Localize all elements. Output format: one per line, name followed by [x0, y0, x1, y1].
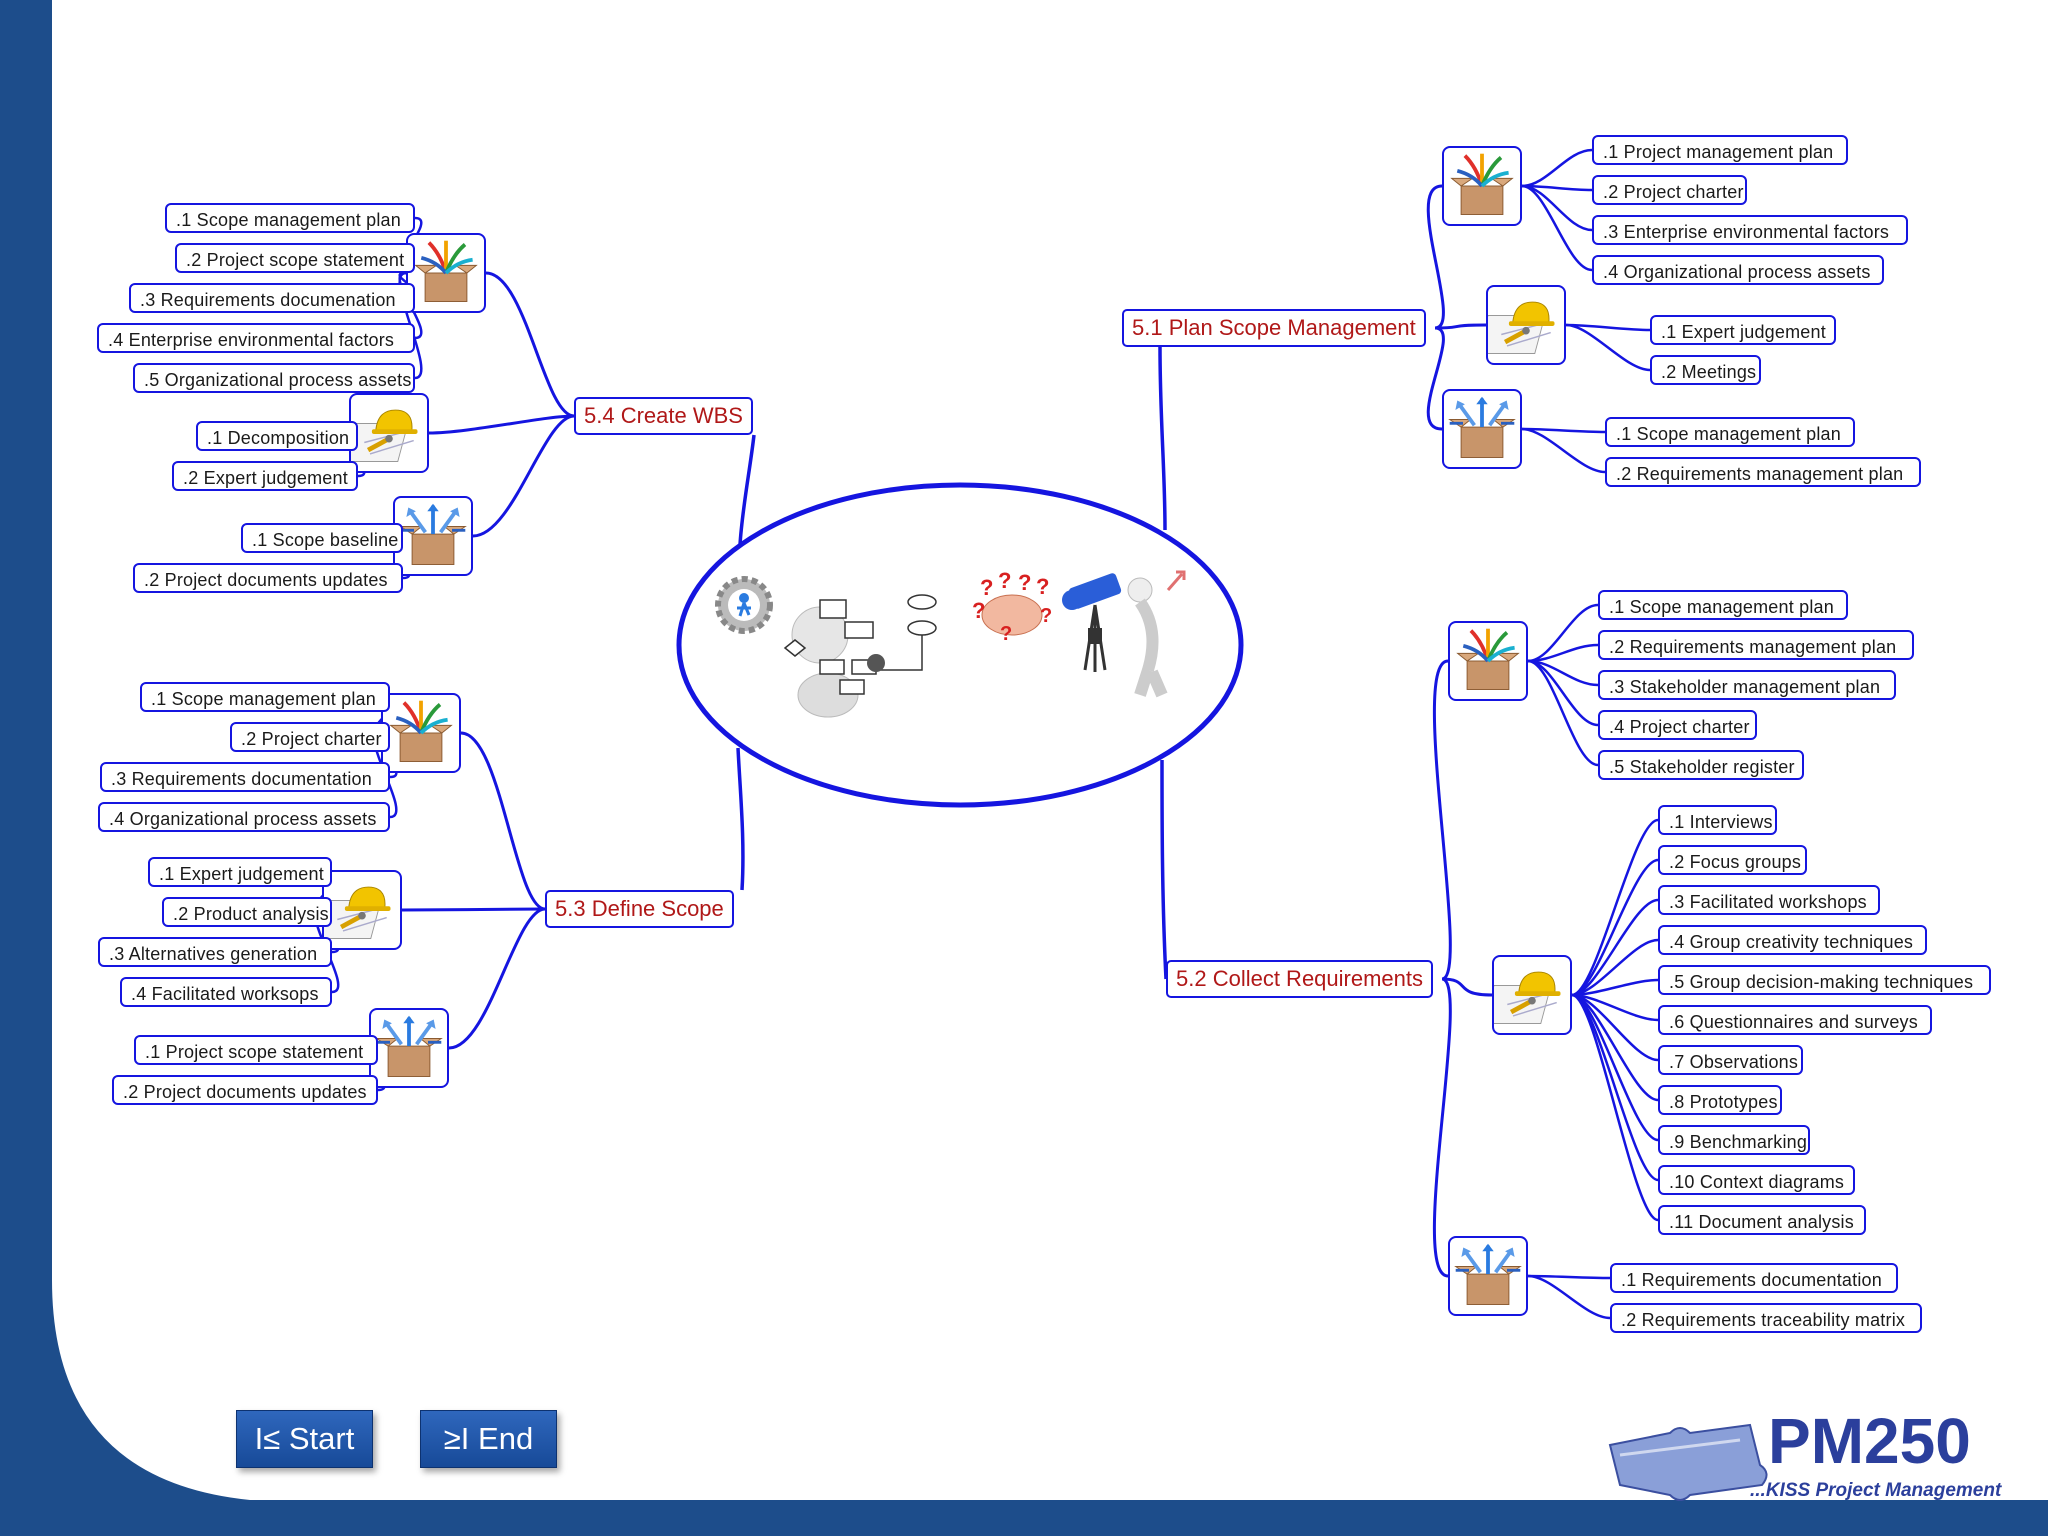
- collect-req-tools-item[interactable]: .9 Benchmarking: [1658, 1125, 1810, 1155]
- create-wbs-inputs-item[interactable]: .3 Requirements documenation: [129, 283, 415, 313]
- collect-req-inputs-item[interactable]: .1 Scope management plan: [1598, 590, 1848, 620]
- define-scope-inputs-item[interactable]: .2 Project charter: [230, 722, 390, 752]
- plan-scope-outputs-item[interactable]: .2 Requirements management plan: [1605, 457, 1921, 487]
- create-wbs-inputs-item[interactable]: .5 Organizational process assets: [133, 363, 415, 393]
- topic-define-scope[interactable]: 5.3 Define Scope: [545, 890, 734, 928]
- collect-req-tools-item[interactable]: .11 Document analysis: [1658, 1205, 1866, 1235]
- define-scope-inputs-item[interactable]: .1 Scope management plan: [140, 682, 390, 712]
- svg-text:?: ?: [1018, 570, 1031, 595]
- question-marks-icon: ? ? ? ? ? ? ?: [972, 568, 1052, 645]
- topic-create-wbs[interactable]: 5.4 Create WBS: [574, 397, 753, 435]
- define-scope-outputs-item[interactable]: .1 Project scope statement: [134, 1035, 378, 1065]
- start-button[interactable]: I≤ Start: [236, 1410, 373, 1468]
- create-wbs-inputs-item[interactable]: .1 Scope management plan: [165, 203, 415, 233]
- collect-req-tools-item[interactable]: .1 Interviews: [1658, 805, 1777, 835]
- hardhat-tools-icon: [349, 393, 429, 473]
- collect-req-inputs-item[interactable]: .4 Project charter: [1598, 710, 1757, 740]
- plan-scope-inputs-item[interactable]: .3 Enterprise environmental factors: [1592, 215, 1908, 245]
- collect-req-tools-item[interactable]: .5 Group decision-making techniques: [1658, 965, 1991, 995]
- create-wbs-tools-item[interactable]: .1 Decomposition: [196, 421, 358, 451]
- plan-scope-inputs-item[interactable]: .2 Project charter: [1592, 175, 1747, 205]
- inputs-box-icon: [381, 693, 461, 773]
- flowchart-figure-icon: [783, 594, 937, 718]
- collect-req-outputs-item[interactable]: .2 Requirements traceability matrix: [1610, 1303, 1922, 1333]
- outputs-box-icon: [369, 1008, 449, 1088]
- collect-req-inputs-item[interactable]: .2 Requirements management plan: [1598, 630, 1914, 660]
- define-scope-inputs-item[interactable]: .3 Requirements documentation: [100, 762, 390, 792]
- create-wbs-outputs-item[interactable]: .2 Project documents updates: [133, 563, 403, 593]
- collect-req-tools-item[interactable]: .4 Group creativity techniques: [1658, 925, 1927, 955]
- collect-req-tools-item[interactable]: .8 Prototypes: [1658, 1085, 1782, 1115]
- hardhat-tools-icon: [1486, 285, 1566, 365]
- create-wbs-inputs-item[interactable]: .2 Project scope statement: [175, 243, 415, 273]
- hardhat-tools-icon: [1492, 955, 1572, 1035]
- plan-scope-tools-item[interactable]: .1 Expert judgement: [1650, 315, 1836, 345]
- define-scope-outputs-item[interactable]: .2 Project documents updates: [112, 1075, 378, 1105]
- end-button[interactable]: ≥I End: [420, 1410, 557, 1468]
- collect-req-tools-item[interactable]: .3 Facilitated workshops: [1658, 885, 1880, 915]
- plan-scope-inputs-item[interactable]: .1 Project management plan: [1592, 135, 1848, 165]
- collect-req-outputs-item[interactable]: .1 Requirements documentation: [1610, 1263, 1898, 1293]
- central-illustration: ? ? ? ? ? ? ?: [715, 568, 1186, 718]
- collect-req-tools-item[interactable]: .2 Focus groups: [1658, 845, 1807, 875]
- define-scope-tools-item[interactable]: .1 Expert judgement: [148, 857, 332, 887]
- collect-req-inputs-item[interactable]: .3 Stakeholder management plan: [1598, 670, 1896, 700]
- define-scope-tools-item[interactable]: .4 Facilitated worksops: [120, 977, 332, 1007]
- outputs-box-icon: [1448, 1236, 1528, 1316]
- create-wbs-inputs-item[interactable]: .4 Enterprise environmental factors: [97, 323, 415, 353]
- collect-req-tools-item[interactable]: .6 Questionnaires and surveys: [1658, 1005, 1932, 1035]
- svg-text:?: ?: [998, 568, 1011, 593]
- collect-req-tools-item[interactable]: .7 Observations: [1658, 1045, 1803, 1075]
- outputs-box-icon: [393, 496, 473, 576]
- create-wbs-outputs-item[interactable]: .1 Scope baseline: [241, 523, 403, 553]
- puzzle-piece-icon: [1608, 1423, 1768, 1501]
- plan-scope-outputs-item[interactable]: .1 Scope management plan: [1605, 417, 1855, 447]
- svg-text:?: ?: [1036, 574, 1049, 599]
- create-wbs-tools-item[interactable]: .2 Expert judgement: [172, 461, 358, 491]
- topic-plan-scope-management[interactable]: 5.1 Plan Scope Management: [1122, 309, 1426, 347]
- logo-brand: PM250: [1768, 1405, 1971, 1477]
- pm250-logo: PM250 ...KISS Project Management: [1608, 1405, 2002, 1501]
- svg-text:?: ?: [980, 575, 993, 600]
- gear-icon: [715, 576, 773, 634]
- inputs-box-icon: [1448, 621, 1528, 701]
- define-scope-inputs-item[interactable]: .4 Organizational process assets: [98, 802, 390, 832]
- hardhat-tools-icon: [322, 870, 402, 950]
- inputs-box-icon: [1442, 146, 1522, 226]
- collect-req-inputs-item[interactable]: .5 Stakeholder register: [1598, 750, 1804, 780]
- collect-req-tools-item[interactable]: .10 Context diagrams: [1658, 1165, 1855, 1195]
- svg-text:?: ?: [1040, 605, 1052, 627]
- inputs-box-icon: [406, 233, 486, 313]
- logo-tagline: ...KISS Project Management: [1750, 1480, 2002, 1501]
- svg-text:?: ?: [1000, 623, 1012, 645]
- plan-scope-tools-item[interactable]: .2 Meetings: [1650, 355, 1761, 385]
- telescope-figure-icon: [1062, 570, 1186, 698]
- topic-collect-requirements[interactable]: 5.2 Collect Requirements: [1166, 960, 1434, 998]
- outputs-box-icon: [1442, 389, 1522, 469]
- define-scope-tools-item[interactable]: .3 Alternatives generation: [98, 937, 332, 967]
- plan-scope-inputs-item[interactable]: .4 Organizational process assets: [1592, 255, 1884, 285]
- define-scope-tools-item[interactable]: .2 Product analysis: [162, 897, 332, 927]
- svg-text:?: ?: [972, 598, 985, 623]
